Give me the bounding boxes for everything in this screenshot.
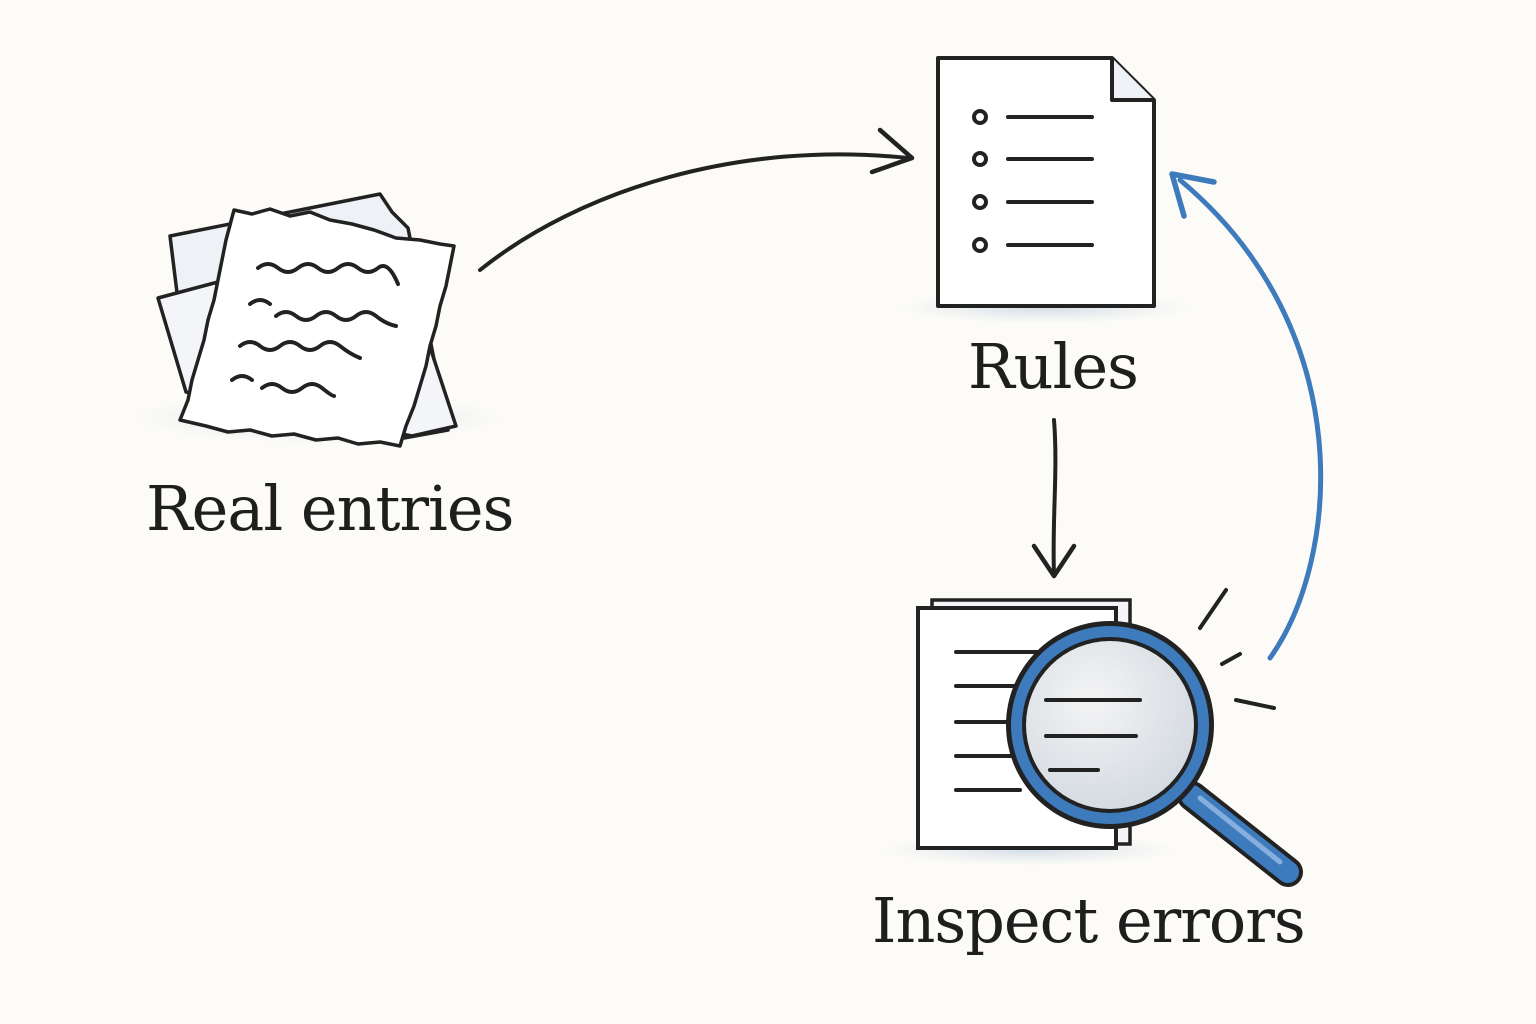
stacked-papers-icon <box>132 192 504 448</box>
paper-text-line <box>230 374 336 398</box>
arrow-inspect-to-rules <box>1169 171 1324 661</box>
arrow-rules-to-inspect <box>1031 418 1077 579</box>
checklist-document-icon <box>896 56 1196 324</box>
magnifier-document-icon <box>880 588 1303 887</box>
rule-bullet <box>972 151 988 167</box>
paper-text-line <box>238 340 362 360</box>
arrow-real-to-rules <box>478 127 915 272</box>
rule-bullet <box>972 109 988 125</box>
rule-bullet <box>972 237 988 253</box>
sparkle-marks-icon <box>1198 588 1276 710</box>
paper-text-line <box>256 262 400 286</box>
label-inspect-errors: Inspect errors <box>872 884 1306 957</box>
label-real-entries: Real entries <box>146 472 514 545</box>
magnifying-glass-icon <box>1006 621 1303 887</box>
label-rules: Rules <box>968 330 1139 403</box>
paper-text-line <box>248 298 398 328</box>
rules-page-fold <box>1110 58 1154 102</box>
rule-bullet <box>972 194 988 210</box>
rules-page <box>936 56 1156 308</box>
